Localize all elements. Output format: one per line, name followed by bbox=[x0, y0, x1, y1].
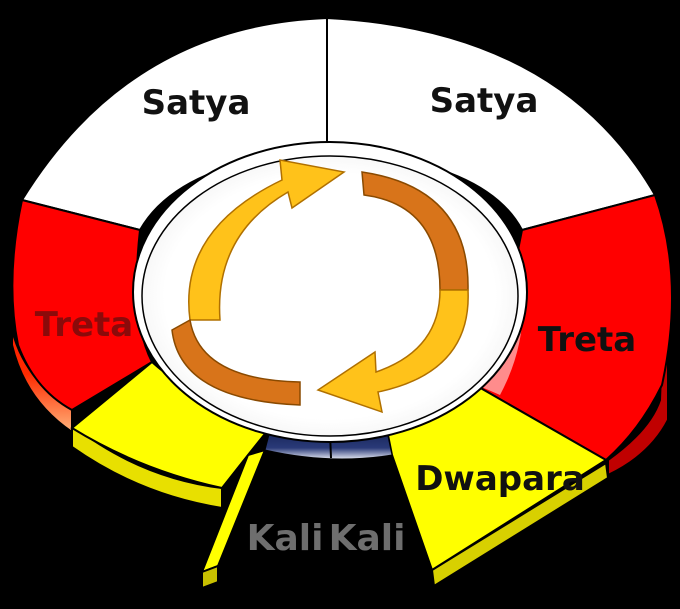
arrow-bottom-right bbox=[316, 289, 469, 414]
kali-left-label: Kali bbox=[247, 518, 324, 559]
arrow-top-left bbox=[188, 159, 346, 321]
ring-side-left bbox=[11, 200, 267, 590]
dwapara-right-side bbox=[430, 461, 610, 588]
cycle-arrows bbox=[171, 159, 469, 414]
kali-right-label: Kali bbox=[329, 518, 406, 559]
yuga-labels: Satya Satya Treta Treta Dwapara Kali Kal… bbox=[35, 81, 636, 559]
treta-left-label: Treta bbox=[35, 305, 133, 345]
satya-left-label: Satya bbox=[142, 83, 251, 123]
treta-right-side bbox=[607, 197, 669, 477]
arrow-bottom-left-dark bbox=[171, 318, 301, 406]
ring-side-right bbox=[430, 197, 669, 588]
dwapara-right-label: Dwapara bbox=[415, 459, 585, 499]
satya-right-label: Satya bbox=[430, 81, 539, 121]
dwapara-left-side bbox=[71, 422, 223, 510]
kali-left-bar-side bbox=[201, 564, 219, 590]
treta-right-label: Treta bbox=[538, 320, 636, 360]
